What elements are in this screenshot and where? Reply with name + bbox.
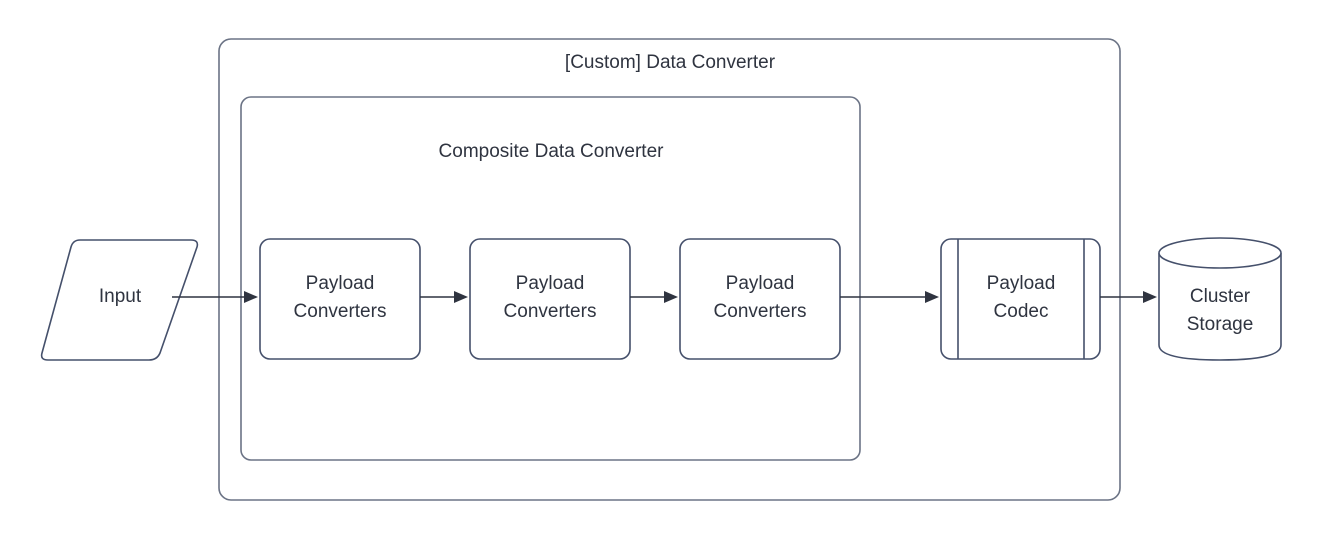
node-payload-converters-1-label-line1: Payload	[306, 273, 375, 294]
node-payload-converters-2[interactable]: Payload Converters	[469, 238, 631, 360]
connector-codec-to-storage-arrowhead	[1143, 291, 1157, 303]
node-cluster-storage-body	[1158, 253, 1282, 361]
node-payload-converters-3-label-line2: Converters	[714, 301, 807, 322]
node-payload-converters-1-shape	[259, 238, 421, 360]
connector-converter3-to-codec-arrowhead	[925, 291, 939, 303]
connector-converter1-to-converter2-arrowhead	[454, 291, 468, 303]
node-payload-converters-1-label-line2: Converters	[294, 301, 387, 322]
node-payload-converters-1[interactable]: Payload Converters	[259, 238, 421, 360]
node-payload-converters-2-shape	[469, 238, 631, 360]
node-payload-converters-3-shape	[679, 238, 841, 360]
node-payload-converters-3-label-line1: Payload	[726, 273, 795, 294]
node-payload-codec-shape	[940, 238, 1101, 360]
container-custom-data-converter[interactable]: [Custom] Data Converter	[218, 38, 1121, 501]
container-composite-data-converter-outline	[240, 96, 861, 461]
node-payload-codec-label-line1: Payload	[987, 273, 1056, 294]
connector-converter2-to-converter3	[630, 291, 678, 303]
node-cluster-storage-label-line2: Storage	[1187, 314, 1254, 335]
node-input-shape	[40, 239, 199, 361]
connector-converter1-to-converter2	[420, 291, 468, 303]
node-cluster-storage-top-ellipse	[1158, 237, 1282, 269]
node-cluster-storage[interactable]: Cluster Storage	[1158, 237, 1282, 361]
node-input-label: Input	[99, 286, 142, 307]
connector-input-to-converter1	[172, 291, 258, 303]
node-payload-codec[interactable]: Payload Codec	[940, 238, 1101, 360]
connector-converter3-to-codec	[840, 291, 939, 303]
container-composite-data-converter-title: Composite Data Converter	[439, 141, 665, 162]
node-payload-converters-2-label-line1: Payload	[516, 273, 585, 294]
container-custom-data-converter-outline	[218, 38, 1121, 501]
connector-input-to-converter1-arrowhead	[244, 291, 258, 303]
connector-converter2-to-converter3-arrowhead	[664, 291, 678, 303]
node-input[interactable]: Input	[40, 239, 199, 361]
node-payload-codec-label-line2: Codec	[994, 301, 1049, 322]
connector-codec-to-storage	[1100, 291, 1157, 303]
node-payload-converters-3[interactable]: Payload Converters	[679, 238, 841, 360]
node-payload-converters-2-label-line2: Converters	[504, 301, 597, 322]
node-cluster-storage-label-line1: Cluster	[1190, 286, 1251, 307]
container-composite-data-converter[interactable]: Composite Data Converter	[240, 96, 861, 461]
container-custom-data-converter-title: [Custom] Data Converter	[565, 52, 776, 73]
